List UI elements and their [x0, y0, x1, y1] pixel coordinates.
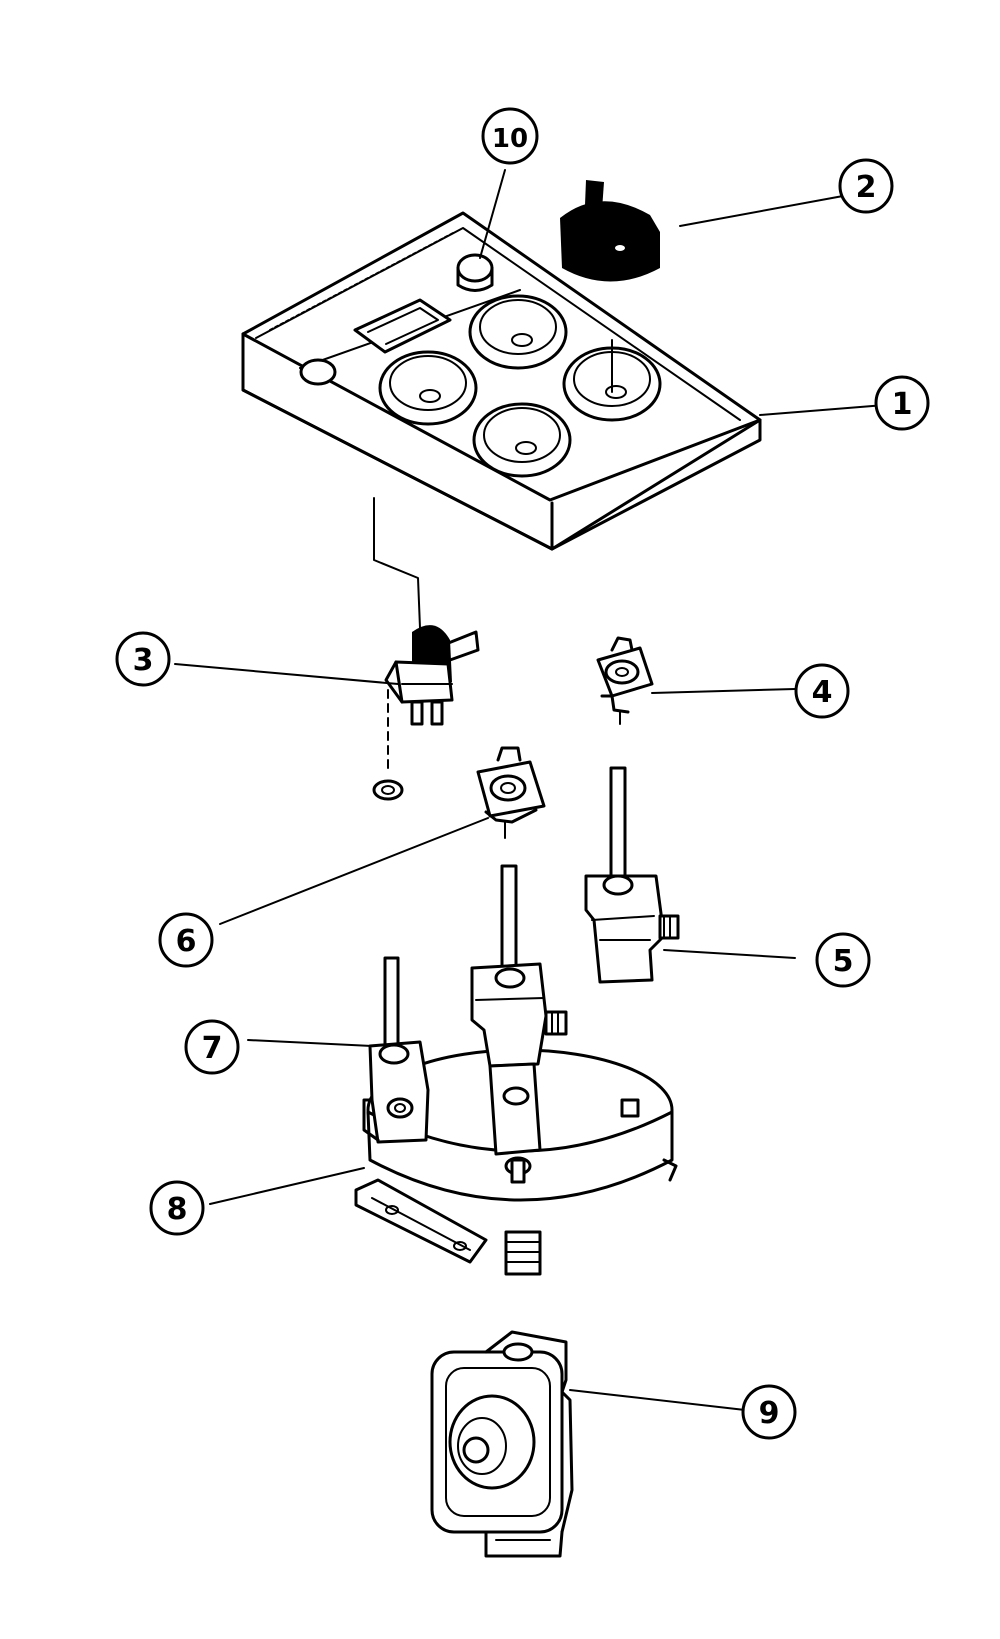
callout-6: 6 [158, 912, 214, 968]
part-6-small-valve [476, 746, 546, 839]
callout-7-label: 7 [202, 1031, 223, 1066]
callout-10-label: 10 [492, 124, 528, 154]
part-10-indicator-lens [456, 253, 494, 292]
center-valve [470, 864, 568, 1184]
leader-lines [174, 169, 886, 1411]
callout-4: 4 [794, 663, 850, 719]
part-5-valve [584, 766, 680, 984]
callout-5: 5 [815, 932, 871, 988]
callout-5-label: 5 [833, 944, 854, 979]
callout-9: 9 [741, 1384, 797, 1440]
part-3-switch [372, 497, 480, 801]
part-2-knob [560, 180, 660, 282]
callout-8-label: 8 [167, 1192, 188, 1227]
callout-9-label: 9 [759, 1396, 780, 1431]
callout-1: 1 [874, 375, 930, 431]
callout-6-label: 6 [176, 924, 197, 959]
knob-seat-2 [468, 294, 568, 370]
callout-4-label: 4 [812, 675, 833, 710]
part-9-regulator [430, 1330, 574, 1558]
callout-10: 10 [481, 107, 539, 165]
callout-1-label: 1 [892, 387, 913, 422]
callout-2: 2 [838, 158, 894, 214]
knob-seat-1 [378, 350, 478, 426]
callout-8: 8 [149, 1180, 205, 1236]
part-4-small-valve [596, 636, 654, 725]
part-1-control-panel [241, 211, 762, 551]
part-7-valve [362, 956, 430, 1144]
callout-2-label: 2 [856, 170, 877, 205]
knob-seat-4 [562, 339, 662, 422]
callout-3: 3 [115, 631, 171, 687]
callout-3-label: 3 [133, 643, 154, 678]
knob-seat-3 [472, 402, 572, 478]
callout-7: 7 [184, 1019, 240, 1075]
